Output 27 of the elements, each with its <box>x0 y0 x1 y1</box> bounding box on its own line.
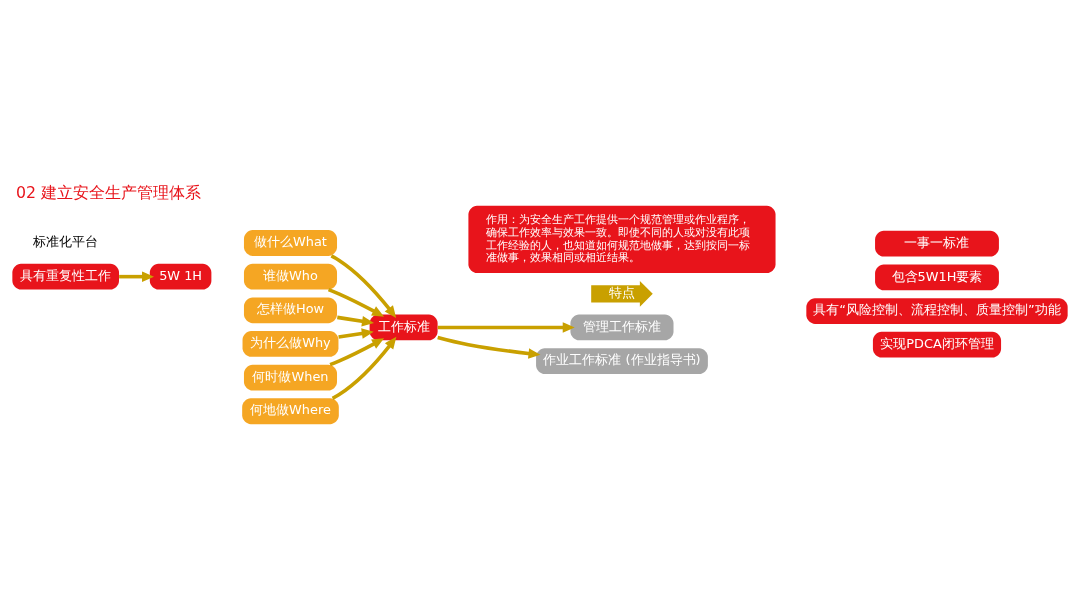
node-box: 作用：为安全生产工作提供一个规范管理或作业程序，确保工作效率与效果一致。即使不同的人或对没有此项工作经验的人，也知道如何规范地做事，达到按同一标准做事，效果相同或相近结果。 <box>468 205 776 274</box>
node-box: 谁做Who <box>243 263 338 290</box>
arrow <box>330 254 397 318</box>
arrow <box>437 335 541 359</box>
arrow <box>437 322 575 333</box>
node-box: 包含5W1H要素 <box>875 264 999 291</box>
node-box: 工作标准 <box>369 314 438 341</box>
node-box: 具有“风险控制、流程控制、质量控制”功能 <box>806 298 1068 324</box>
node-box: 做什么What <box>243 230 338 256</box>
node-box: 怎样做How <box>243 297 338 324</box>
node-box: 何时做When <box>243 364 338 391</box>
node-box: 作业工作标准 (作业指导书) <box>536 348 708 374</box>
arrow <box>327 287 385 317</box>
diagram-title: 02 建立安全生产管理体系 <box>16 183 202 203</box>
arrow <box>331 336 397 400</box>
label: 标准化平台 <box>33 234 99 250</box>
arrow <box>338 328 374 339</box>
arrow <box>337 315 374 327</box>
node-box: 何地做Where <box>242 398 339 425</box>
node-box: 5W 1H <box>149 263 212 290</box>
node-box: 管理工作标准 <box>570 314 674 341</box>
node-box: 具有重复性工作 <box>12 263 120 290</box>
node-box: 实现PDCA闭环管理 <box>872 331 1002 358</box>
arrow <box>119 271 154 282</box>
node-box: 为什么做Why <box>242 331 339 357</box>
node-box: 一事一标准 <box>875 230 999 257</box>
arrow <box>329 338 385 367</box>
